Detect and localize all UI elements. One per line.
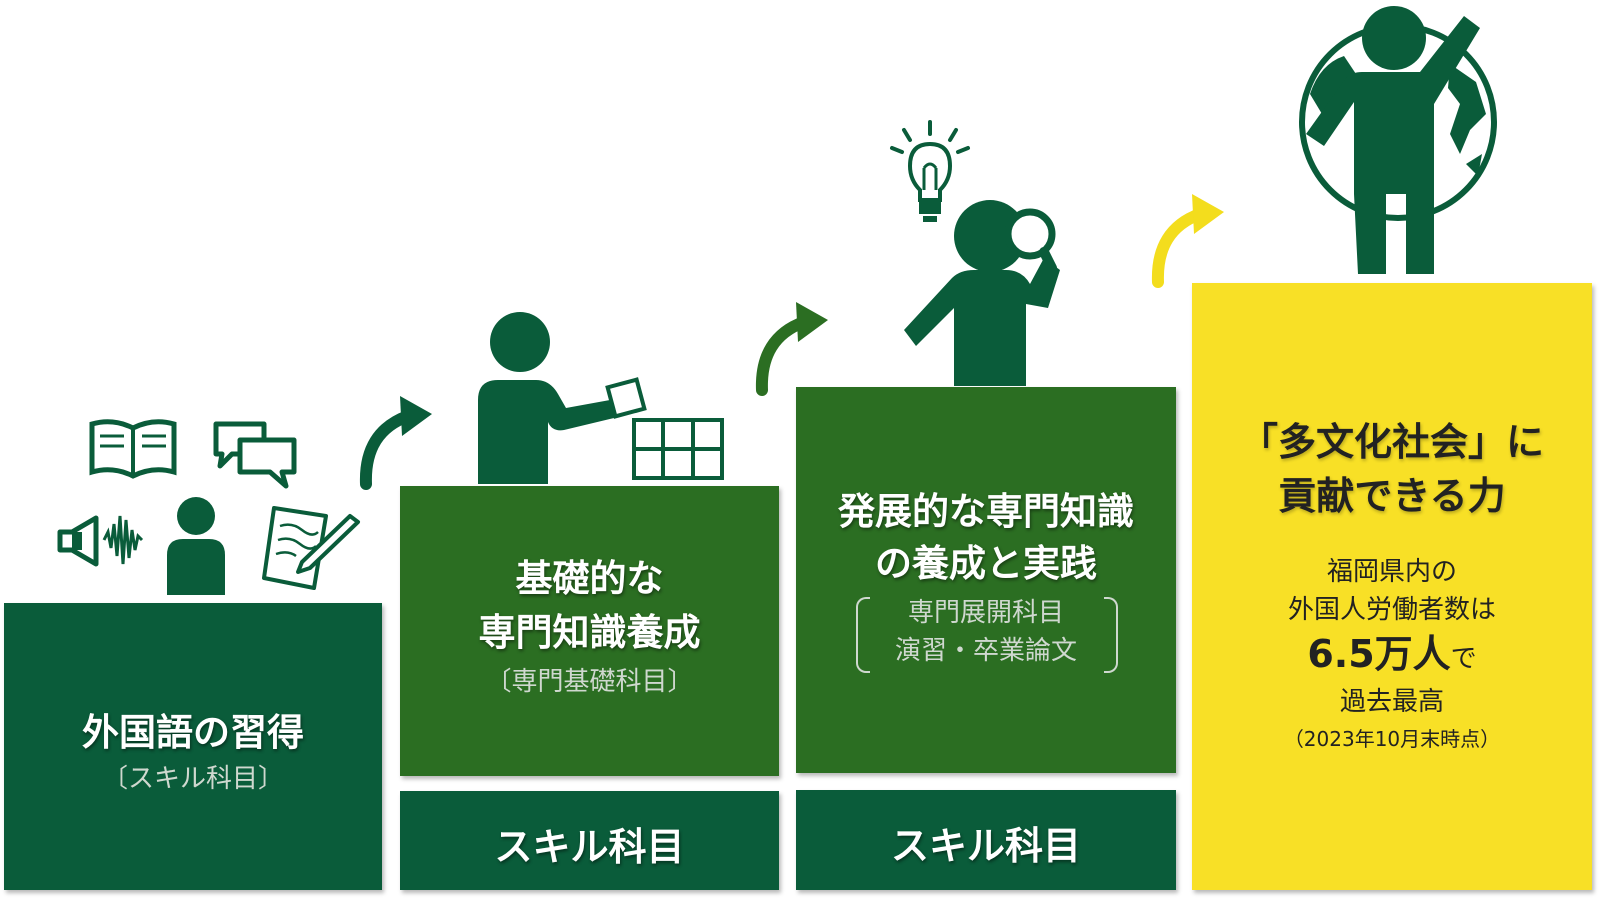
person-holding-card-icon (478, 312, 647, 484)
goal-title-line1: 「多文化社会」に (1239, 420, 1544, 464)
step3-sub-line1: 専門展開科目 (907, 598, 1064, 628)
globe-person-icon (1299, 6, 1497, 274)
step2-sub: 〔専門基礎科目〕 (485, 667, 694, 697)
step3-block: 発展的な専門知識 の養成と実践 専門展開科目 演習・卒業論文 (796, 387, 1176, 773)
goal-line4: 過去最高 (1339, 687, 1444, 717)
grid-icon (632, 418, 724, 480)
step3-skill-bar: スキル科目 (796, 790, 1176, 890)
arrow-icon-1 (359, 396, 432, 490)
book-icon (89, 419, 177, 479)
step1-sub: 〔スキル科目〕 (101, 764, 284, 794)
step2-block: 基礎的な 専門知識養成 〔専門基礎科目〕 (400, 486, 779, 776)
step1-title: 外国語の習得 (82, 711, 304, 754)
goal-line2: 外国人労働者数は (1287, 595, 1496, 625)
goal-highlight: 6.5万人で (1192, 623, 1592, 678)
step1-block: 外国語の習得 〔スキル科目〕 (4, 603, 382, 890)
megaphone-icon (57, 515, 99, 567)
step3-skill-bar-label: スキル科目 (890, 824, 1081, 868)
goal-highlight-suffix: で (1450, 644, 1477, 674)
step2-title-line2: 専門知識養成 (478, 611, 701, 654)
speech-bubbles-icon (213, 421, 297, 489)
goal-title-line2: 貢献できる力 (1278, 474, 1506, 518)
step3-bracket-left (856, 597, 870, 673)
step3-title-line1: 発展的な専門知識 (838, 490, 1134, 533)
lightbulb-icon (890, 120, 970, 222)
goal-highlight-number: 6.5万人 (1307, 632, 1451, 676)
step3-title-line2: の養成と実践 (875, 542, 1097, 585)
paper-pencil-icon (262, 506, 360, 590)
step2-skill-bar-label: スキル科目 (494, 825, 685, 869)
step2-skill-bar: スキル科目 (400, 791, 779, 890)
step2-title-line1: 基礎的な (515, 557, 664, 600)
arrow-icon-3 (1151, 194, 1224, 288)
sound-wave-icon (102, 515, 144, 565)
magnifier-person-icon (904, 200, 1060, 386)
goal-block: 「多文化社会」に 貢献できる力 福岡県内の 外国人労働者数は 6.5万人で 過去… (1192, 283, 1592, 890)
step3-sub-line2: 演習・卒業論文 (894, 636, 1077, 666)
goal-note: （2023年10月末時点） (1283, 727, 1501, 751)
goal-line1: 福岡県内の (1326, 557, 1457, 587)
person-icon (167, 497, 225, 595)
arrow-icon-2 (755, 302, 828, 396)
step3-bracket-right (1104, 597, 1118, 673)
